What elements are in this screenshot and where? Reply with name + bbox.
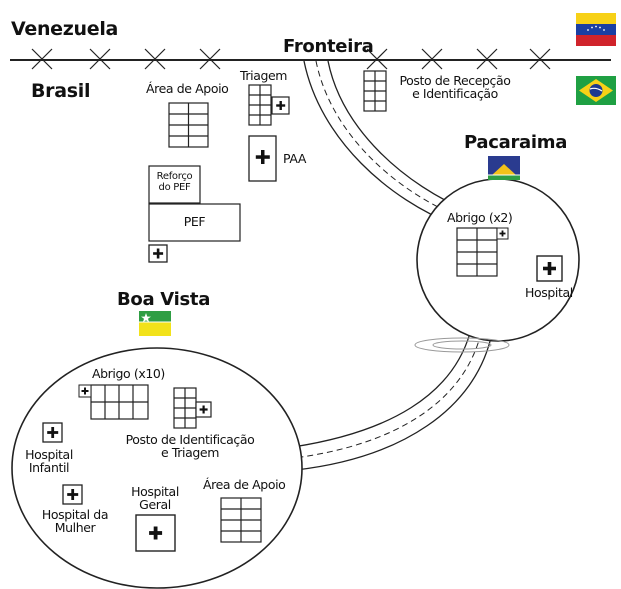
reception-label-line2: e Identificação <box>412 86 498 102</box>
child-hospital-label-line2: Infantil <box>28 460 70 476</box>
id-post-cross-icon <box>195 401 212 418</box>
boa-vista-support-building-icon <box>220 497 262 543</box>
boa-vista-shelter-cross-icon <box>78 384 92 398</box>
pef-reinforcement-label-line2: do PEF <box>158 181 191 193</box>
general-hospital-label-line2: Geral <box>139 497 171 513</box>
pef-reinforcement-label-line1: Reforço <box>156 171 193 182</box>
paa-label: PAA <box>283 151 306 166</box>
child-hospital-icon <box>42 422 63 443</box>
pacaraima-shelter-label: Abrigo (x2) <box>447 210 513 225</box>
pacaraima-hospital-icon <box>536 255 563 282</box>
boa-vista-flag-icon <box>139 311 171 336</box>
general-hospital-label-line1: Hospital <box>131 484 179 499</box>
city-label-pacaraima: Pacaraima <box>464 132 568 153</box>
triage-medical-cross-icon <box>271 96 290 115</box>
general-hospital-label: Hospital Geral <box>128 485 182 511</box>
country-label-brasil: Brasil <box>31 80 91 102</box>
id-post-building-icon <box>173 387 197 429</box>
pacaraima-shelter-cross-icon <box>496 227 509 240</box>
boa-vista-shelter-building-icon <box>90 384 149 420</box>
paa-medical-post-icon <box>248 135 277 182</box>
women-hospital-label-line2: Mulher <box>54 520 96 536</box>
pacaraima-hospital-label: Hospital <box>525 285 573 300</box>
women-hospital-icon <box>62 484 83 505</box>
women-hospital-label-line1: Hospital da <box>41 507 109 522</box>
roraima-flag-icon <box>488 156 520 180</box>
triage-building-icon <box>248 84 272 126</box>
support-area-label: Área de Apoio <box>146 81 229 96</box>
general-hospital-icon <box>135 514 176 552</box>
triage-label: Triagem <box>240 68 288 83</box>
pacaraima-shelter-building-icon <box>456 227 498 277</box>
child-hospital-label: Hospital Infantil <box>22 448 76 474</box>
country-label-venezuela: Venezuela <box>11 18 119 40</box>
pef-reinforcement-label: Reforço do PEF <box>149 171 200 193</box>
reception-building-icon <box>363 70 387 112</box>
border-label: Fronteira <box>283 36 374 57</box>
id-post-label-line1: Posto de Identificação <box>125 432 255 447</box>
pef-medical-cross-icon <box>148 244 168 263</box>
support-area-building-icon <box>168 102 209 148</box>
pef-label: PEF <box>183 214 206 229</box>
brazil-flag-icon <box>576 76 616 105</box>
child-hospital-label-line1: Hospital <box>25 447 73 462</box>
pef-box <box>148 203 241 242</box>
id-post-label-line2: e Triagem <box>161 445 219 461</box>
border-fence-marks <box>31 48 551 70</box>
reception-label-line1: Posto de Recepção <box>399 73 511 88</box>
women-hospital-label: Hospital da Mulher <box>38 508 112 534</box>
road-pacaraima-boavista <box>292 332 493 471</box>
venezuela-flag-icon <box>576 13 616 46</box>
id-post-label: Posto de Identificação e Triagem <box>124 433 256 459</box>
city-label-boa-vista: Boa Vista <box>117 289 211 310</box>
reception-label: Posto de Recepção e Identificação <box>392 74 518 100</box>
pef-reinforcement-box <box>148 165 201 204</box>
boa-vista-support-area-label: Área de Apoio <box>203 477 286 492</box>
connection-marker-icon <box>414 337 510 353</box>
boa-vista-shelter-label: Abrigo (x10) <box>92 366 165 381</box>
